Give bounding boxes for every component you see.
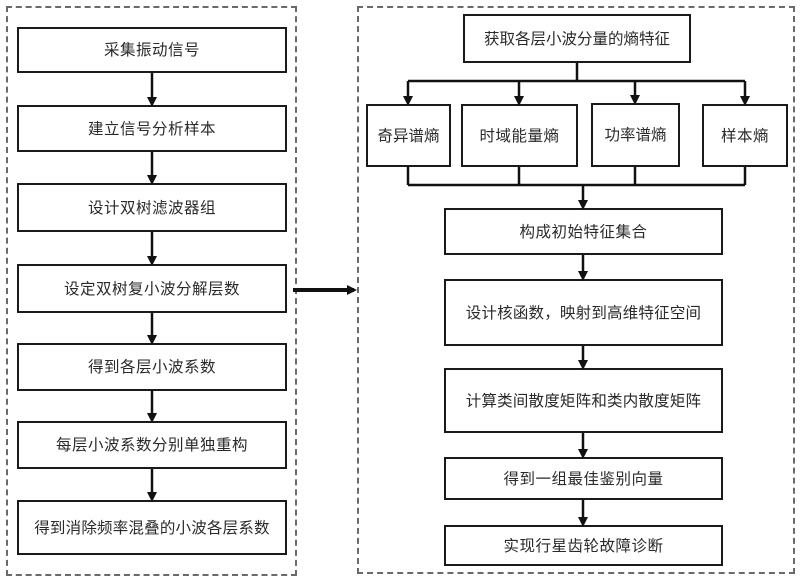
step-reconstruct-each-level: 每层小波系数分别单独重构 [17, 421, 287, 469]
step-optimal-discriminant-vectors: 得到一组最佳鉴别向量 [444, 457, 723, 500]
step-get-entropy-features: 获取各层小波分量的熵特征 [463, 14, 691, 63]
step-initial-feature-set: 构成初始特征集合 [444, 208, 723, 255]
step-get-wavelet-coefficients: 得到各层小波系数 [17, 343, 287, 391]
step-design-kernel-function: 设计核函数，映射到高维特征空间 [444, 279, 723, 346]
step-alias-free-coefficients: 得到消除频率混叠的小波各层系数 [17, 500, 287, 555]
entropy-power-spectrum: 功率谱熵 [591, 103, 680, 167]
step-compute-scatter-matrices: 计算类间散度矩阵和类内散度矩阵 [444, 368, 723, 433]
entropy-time-domain-energy: 时域能量熵 [461, 104, 578, 167]
step-collect-vibration-signal: 采集振动信号 [17, 27, 287, 73]
step-planetary-gear-fault-diagnosis: 实现行星齿轮故障诊断 [444, 525, 723, 566]
step-set-decomposition-levels: 设定双树复小波分解层数 [17, 264, 287, 313]
step-design-dual-tree-filter-bank: 设计双树滤波器组 [17, 183, 287, 232]
right-panel-dashed-frame [357, 6, 795, 574]
entropy-singular-spectrum: 奇异谱熵 [366, 104, 451, 167]
step-build-signal-samples: 建立信号分析样本 [17, 105, 287, 152]
entropy-sample: 样本熵 [702, 104, 788, 167]
